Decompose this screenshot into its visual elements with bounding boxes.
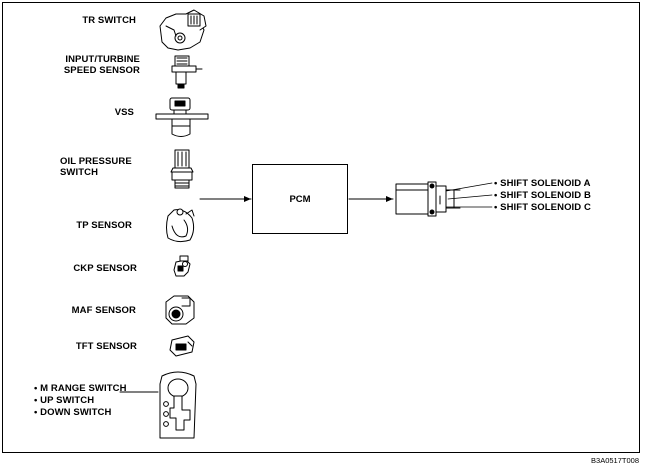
- input-turbine-speed-sensor-label-line2: SPEED SENSOR: [63, 65, 140, 76]
- shift-solenoid-a-label: • SHIFT SOLENOID A: [494, 178, 591, 189]
- up-switch-item: • UP SWITCH: [34, 395, 95, 406]
- figure-code: B3A0517T008: [591, 456, 639, 465]
- oil-pressure-switch-label-line1: OIL PRESSURE: [60, 156, 132, 167]
- tr-switch-label: TR SWITCH: [82, 15, 136, 26]
- vss-icon: [155, 97, 209, 137]
- diagram-frame: [2, 2, 640, 453]
- vss-label: VSS: [114, 107, 134, 118]
- tft-sensor-icon: [169, 335, 195, 357]
- shift-solenoid-c-label: • SHIFT SOLENOID C: [494, 202, 591, 213]
- tp-sensor-icon: [166, 208, 195, 243]
- ckp-sensor-label: CKP SENSOR: [73, 263, 137, 274]
- ckp-sensor-icon: [173, 255, 191, 277]
- input-turbine-speed-sensor-label-line1: INPUT/TURBINE: [65, 54, 140, 65]
- shift-solenoid-b-label: • SHIFT SOLENOID B: [494, 190, 591, 201]
- down-switch-item: • DOWN SWITCH: [34, 407, 112, 418]
- shift-solenoid-icon: [395, 181, 493, 217]
- oil-pressure-switch-label-line2: SWITCH: [60, 167, 99, 178]
- pcm-label: PCM: [289, 194, 311, 205]
- tr-switch-icon: [159, 9, 207, 51]
- oil-pressure-switch-icon: [170, 149, 194, 189]
- maf-sensor-icon: [165, 295, 195, 325]
- maf-sensor-label: MAF SENSOR: [71, 305, 136, 316]
- m-range-switch-item: • M RANGE SWITCH: [34, 383, 127, 394]
- pcm-box: PCM: [252, 164, 348, 234]
- tp-sensor-label: TP SENSOR: [76, 220, 132, 231]
- tft-sensor-label: TFT SENSOR: [75, 341, 137, 352]
- input-turbine-speed-sensor-icon: [171, 55, 203, 89]
- shift-selector-icon: [119, 371, 197, 439]
